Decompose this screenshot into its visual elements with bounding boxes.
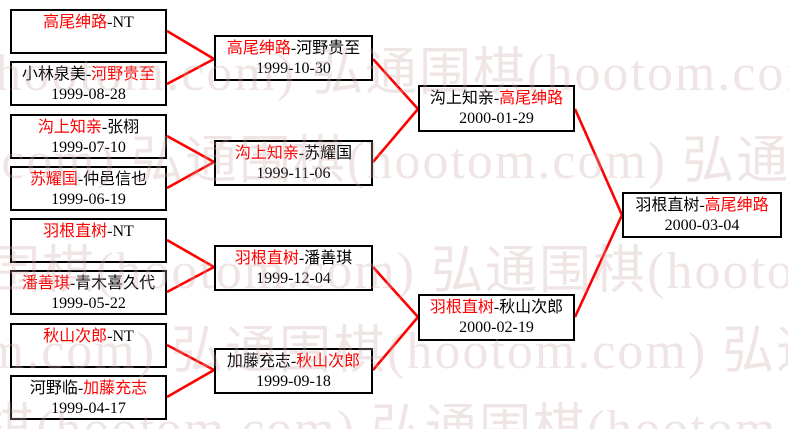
player-name: -青木喜久代 xyxy=(69,275,156,292)
connector-line xyxy=(372,266,419,318)
match-date: 1999-08-28 xyxy=(51,86,126,103)
match-date: 1999-09-18 xyxy=(256,373,331,390)
connector-line xyxy=(166,238,215,269)
match-box-semifinal-1: 沟上知亲-高尾绅路 2000-01-29 xyxy=(418,85,575,132)
player-name: -NT xyxy=(107,223,134,240)
player-name: 秋山次郎 xyxy=(43,328,108,345)
match-box-round1-6: 潘善琪-青木喜久代 1999-05-22 xyxy=(10,270,167,315)
connector-line xyxy=(166,160,215,190)
player-name: 河野贵至 xyxy=(91,66,156,83)
connector-line xyxy=(372,58,419,110)
player-name: 羽根直树 xyxy=(429,299,494,316)
player-name: 加藤充志- xyxy=(226,353,297,370)
match-players: 小林泉美-河野贵至 xyxy=(12,65,165,85)
player-name: 羽根直树 xyxy=(234,250,299,267)
match-players: 沟上知亲-高尾绅路 xyxy=(420,89,573,109)
player-name: 沟上知亲 xyxy=(234,145,299,162)
player-name: 小林泉美- xyxy=(21,66,92,83)
match-box-round1-7: 秋山次郎-NT xyxy=(10,323,167,368)
match-box-round1-8: 河野临-加藤充志 1999-04-17 xyxy=(10,375,167,420)
match-players: 羽根直树-潘善琪 xyxy=(216,249,371,269)
player-name: -张栩 xyxy=(101,119,140,136)
match-players: 加藤充志-秋山次郎 xyxy=(216,352,371,372)
connector-line xyxy=(372,108,419,163)
player-name: 高尾绅路 xyxy=(499,90,564,107)
player-name: 苏耀国 xyxy=(29,171,78,188)
match-players: 高尾绅路-河野贵至 xyxy=(216,39,371,59)
match-players: 羽根直树-秋山次郎 xyxy=(420,298,573,318)
match-box-round1-2: 小林泉美-河野贵至 1999-08-28 xyxy=(10,61,167,106)
match-players: 河野临-加藤充志 xyxy=(12,379,165,399)
match-box-round2-4: 加藤充志-秋山次郎 1999-09-18 xyxy=(214,348,373,394)
match-box-round2-2: 沟上知亲-苏耀国 1999-11-06 xyxy=(214,140,373,186)
connector-line xyxy=(166,29,215,61)
connector-line xyxy=(573,214,624,318)
match-players: 秋山次郎-NT xyxy=(12,327,165,347)
match-date: 2000-02-19 xyxy=(459,319,534,336)
player-name: -河野贵至 xyxy=(290,40,361,57)
match-players: 沟上知亲-张栩 xyxy=(12,118,165,138)
player-name: -仲邑信也 xyxy=(77,171,148,188)
match-date: 1999-10-30 xyxy=(256,60,331,77)
player-name: -苏耀国 xyxy=(298,145,353,162)
match-box-round1-4: 苏耀国-仲邑信也 1999-06-19 xyxy=(10,166,167,211)
match-date: 2000-03-04 xyxy=(664,217,740,234)
player-name: -潘善琪 xyxy=(298,250,353,267)
match-date xyxy=(12,347,165,367)
match-players: 潘善琪-青木喜久代 xyxy=(12,274,165,294)
match-players: 高尾绅路-NT xyxy=(12,13,165,33)
player-name: 沟上知亲- xyxy=(429,90,500,107)
match-date: 1999-12-04 xyxy=(256,270,331,287)
match-players: 苏耀国-仲邑信也 xyxy=(12,170,165,190)
player-name: 羽根直树 xyxy=(43,223,108,240)
connector-line xyxy=(166,134,215,164)
connector-line xyxy=(372,316,419,371)
match-date xyxy=(12,242,165,262)
match-box-final: 羽根直树-高尾绅路 2000-03-04 xyxy=(622,192,782,238)
connector-line xyxy=(166,343,215,372)
match-box-round1-1: 高尾绅路-NT xyxy=(10,9,167,54)
match-date: 1999-07-10 xyxy=(51,139,126,156)
player-name: 羽根直树- xyxy=(635,197,705,214)
match-box-round2-3: 羽根直树-潘善琪 1999-12-04 xyxy=(214,245,373,291)
match-date: 2000-01-29 xyxy=(459,110,534,127)
player-name: 加藤充志 xyxy=(83,380,148,397)
match-date xyxy=(12,33,165,53)
match-box-round1-5: 羽根直树-NT xyxy=(10,218,167,263)
player-name: 沟上知亲 xyxy=(37,119,102,136)
player-name: 高尾绅路 xyxy=(43,14,108,31)
match-date: 1999-06-19 xyxy=(51,191,126,208)
match-players: 沟上知亲-苏耀国 xyxy=(216,144,371,164)
match-players: 羽根直树-高尾绅路 xyxy=(624,196,780,216)
match-box-round1-3: 沟上知亲-张栩 1999-07-10 xyxy=(10,114,167,159)
match-date: 1999-05-22 xyxy=(51,295,126,312)
match-date: 1999-04-17 xyxy=(51,400,126,417)
player-name: -NT xyxy=(107,328,134,345)
connector-line xyxy=(166,57,215,86)
connector-line xyxy=(573,108,624,216)
player-name: 河野临- xyxy=(29,380,84,397)
player-name: 秋山次郎 xyxy=(296,353,361,370)
connector-line xyxy=(166,368,215,399)
player-name: -秋山次郎 xyxy=(493,299,564,316)
player-name: -NT xyxy=(107,14,134,31)
match-box-round2-1: 高尾绅路-河野贵至 1999-10-30 xyxy=(214,35,373,81)
player-name: 高尾绅路 xyxy=(226,40,291,57)
match-date: 1999-11-06 xyxy=(256,165,331,182)
match-box-semifinal-2: 羽根直树-秋山次郎 2000-02-19 xyxy=(418,294,575,341)
match-players: 羽根直树-NT xyxy=(12,222,165,242)
player-name: 高尾绅路 xyxy=(704,197,769,214)
player-name: 潘善琪 xyxy=(21,275,70,292)
connector-line xyxy=(166,265,215,294)
